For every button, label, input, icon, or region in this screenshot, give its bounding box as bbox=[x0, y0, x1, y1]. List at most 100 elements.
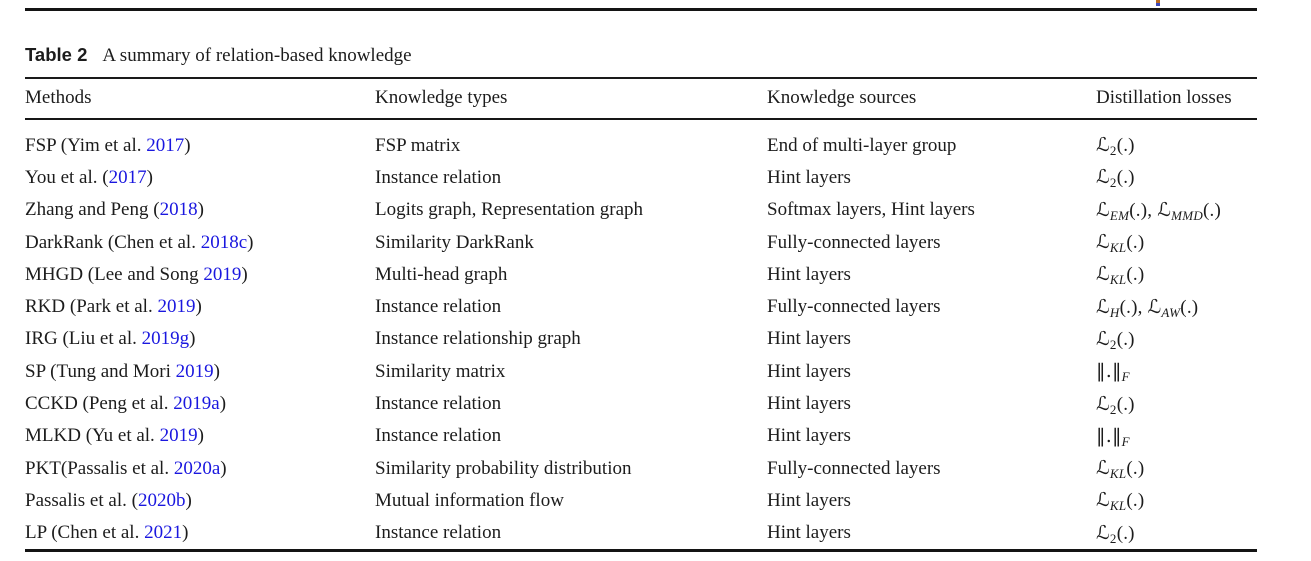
citation-year-link[interactable]: 2019 bbox=[203, 263, 242, 285]
knowledge-type-cell: Logits graph, Representation graph bbox=[375, 199, 644, 221]
knowledge-source-cell: Hint layers bbox=[767, 360, 851, 382]
loss-symbol: ‖.‖ bbox=[1096, 424, 1122, 447]
method-text: FSP (Yim et al. bbox=[25, 134, 147, 156]
citation-year-link[interactable]: 2021 bbox=[144, 522, 183, 544]
column-header-knowledge-types: Knowledge types bbox=[375, 87, 508, 108]
method-text-close: ) bbox=[220, 457, 227, 479]
loss-symbol: ℒ bbox=[1096, 521, 1110, 544]
knowledge-type-cell: Instance relation bbox=[375, 296, 502, 318]
citation-year-link[interactable]: 2020b bbox=[137, 489, 186, 511]
distillation-loss-cell: ℒ2(.) bbox=[1096, 166, 1135, 191]
method-text: Zhang and Peng ( bbox=[25, 199, 160, 221]
loss-subscript: EM bbox=[1109, 207, 1130, 223]
method-text-close: ) bbox=[219, 393, 227, 415]
knowledge-source-cell: Fully-connected layers bbox=[767, 231, 941, 253]
method-text-close: ) bbox=[185, 489, 192, 511]
knowledge-source-cell: Hint layers bbox=[767, 425, 851, 447]
method-cell: LP (Chen et al. 2021) bbox=[25, 522, 375, 544]
citation-year-link[interactable]: 2017 bbox=[108, 166, 147, 188]
citation-year-link[interactable]: 2018c bbox=[200, 231, 248, 253]
distillation-loss-cell: ℒ2(.) bbox=[1096, 521, 1135, 546]
loss-symbol: ℒ bbox=[1147, 295, 1162, 318]
caption-separator-rule bbox=[25, 77, 1257, 79]
table-row: MHGD (Lee and Song 2019) Multi-head grap… bbox=[25, 259, 1257, 291]
method-cell: MHGD (Lee and Song 2019) bbox=[25, 264, 375, 286]
loss-symbol: ℒ bbox=[1096, 295, 1110, 318]
citation-year-link[interactable]: 2019 bbox=[175, 360, 214, 382]
method-text-close: ) bbox=[195, 296, 202, 318]
citation-year-link[interactable]: 2019a bbox=[173, 393, 220, 415]
citation-year-link[interactable]: 2018 bbox=[159, 199, 198, 221]
distillation-loss-cell: ‖.‖F bbox=[1096, 425, 1257, 448]
artifact-orange-fragment bbox=[1156, 0, 1160, 3]
method-cell: DarkRank (Chen et al. 2018c) bbox=[25, 232, 375, 254]
table-top-rule bbox=[25, 8, 1257, 11]
table-row: DarkRank (Chen et al. 2018c) Similarity … bbox=[25, 226, 1257, 258]
table-row: IRG (Liu et al. 2019g) Instance relation… bbox=[25, 323, 1257, 355]
method-cell: Zhang and Peng (2018) bbox=[25, 199, 375, 221]
knowledge-type-cell: Instance relation bbox=[375, 166, 502, 188]
method-cell: SP (Tung and Mori 2019) bbox=[25, 361, 375, 383]
loss-subscript: 2 bbox=[1109, 175, 1117, 191]
method-text-close: ) bbox=[247, 231, 254, 253]
table-row: LP (Chen et al. 2021) Instance relation … bbox=[25, 517, 1257, 549]
column-header-knowledge-sources: Knowledge sources bbox=[767, 87, 917, 108]
distillation-loss-cell: ℒEM(.), ℒMMD(.) bbox=[1096, 198, 1222, 223]
knowledge-source-cell: Fully-connected layers bbox=[767, 296, 941, 318]
method-cell: CCKD (Peng et al. 2019a) bbox=[25, 393, 375, 415]
method-cell: RKD (Park et al. 2019) bbox=[25, 296, 375, 318]
knowledge-type-cell: Instance relation bbox=[375, 393, 502, 415]
distillation-loss-cell: ℒ2(.) bbox=[1096, 392, 1135, 417]
loss-symbol: ℒ bbox=[1096, 134, 1110, 157]
knowledge-type-cell: Mutual information flow bbox=[375, 489, 564, 511]
method-text-close: ) bbox=[146, 166, 153, 188]
method-text: CCKD (Peng et al. bbox=[25, 393, 174, 415]
loss-subscript: 2 bbox=[1109, 143, 1117, 159]
citation-year-link[interactable]: 2019 bbox=[157, 296, 196, 318]
knowledge-type-cell: Similarity matrix bbox=[375, 360, 506, 382]
knowledge-type-cell: Instance relation bbox=[375, 425, 502, 447]
loss-symbol: ℒ bbox=[1096, 263, 1110, 286]
method-text-close: ) bbox=[241, 263, 248, 285]
table-caption: Table 2 A summary of relation-based knowl… bbox=[25, 11, 1257, 77]
method-text: You et al. ( bbox=[25, 166, 109, 188]
artifact-blue-fragment bbox=[1156, 3, 1160, 6]
citation-year-link[interactable]: 2020a bbox=[173, 457, 221, 479]
citation-year-link[interactable]: 2017 bbox=[146, 134, 185, 156]
table-row: RKD (Park et al. 2019) Instance relation… bbox=[25, 291, 1257, 323]
loss-subscript: F bbox=[1121, 433, 1130, 449]
method-cell: MLKD (Yu et al. 2019) bbox=[25, 425, 375, 447]
knowledge-type-cell: FSP matrix bbox=[375, 134, 461, 156]
loss-symbol: ℒ bbox=[1096, 392, 1110, 415]
distillation-loss-cell: ℒ2(.) bbox=[1096, 327, 1135, 352]
loss-subscript: 2 bbox=[1109, 530, 1117, 546]
knowledge-source-cell: Hint layers bbox=[767, 166, 851, 188]
table-bottom-rule bbox=[25, 549, 1257, 553]
loss-symbol: ℒ bbox=[1096, 231, 1110, 254]
loss-subscript: KL bbox=[1109, 272, 1127, 288]
loss-subscript: AW bbox=[1161, 304, 1181, 320]
loss-symbol: ℒ bbox=[1096, 166, 1110, 189]
method-text: LP (Chen et al. bbox=[25, 522, 145, 544]
distillation-loss-cell: ℒKL(.) bbox=[1096, 263, 1145, 288]
citation-year-link[interactable]: 2019g bbox=[141, 328, 190, 350]
loss-subscript: F bbox=[1121, 369, 1130, 385]
method-cell: FSP (Yim et al. 2017) bbox=[25, 135, 375, 157]
citation-year-link[interactable]: 2019 bbox=[159, 425, 198, 447]
knowledge-source-cell: Hint layers bbox=[767, 393, 851, 415]
method-text: RKD (Park et al. bbox=[25, 296, 158, 318]
distillation-loss-cell: ‖.‖F bbox=[1096, 360, 1257, 383]
loss-subscript: 2 bbox=[1109, 401, 1117, 417]
knowledge-type-cell: Multi-head graph bbox=[375, 263, 508, 285]
table-label: Table 2 bbox=[25, 44, 88, 65]
loss-symbol: ℒ bbox=[1096, 489, 1110, 512]
method-text: MHGD (Lee and Song bbox=[25, 263, 204, 285]
method-cell: PKT(Passalis et al. 2020a) bbox=[25, 458, 375, 480]
knowledge-source-cell: Hint layers bbox=[767, 522, 851, 544]
cropped-glyph-artifact bbox=[1156, 0, 1160, 6]
table-caption-text: A summary of relation-based knowledge bbox=[102, 45, 412, 66]
table-header-row: Methods Knowledge types Knowledge source… bbox=[25, 79, 1257, 118]
knowledge-type-cell: Instance relationship graph bbox=[375, 328, 581, 350]
table-row: PKT(Passalis et al. 2020a) Similarity pr… bbox=[25, 452, 1257, 484]
